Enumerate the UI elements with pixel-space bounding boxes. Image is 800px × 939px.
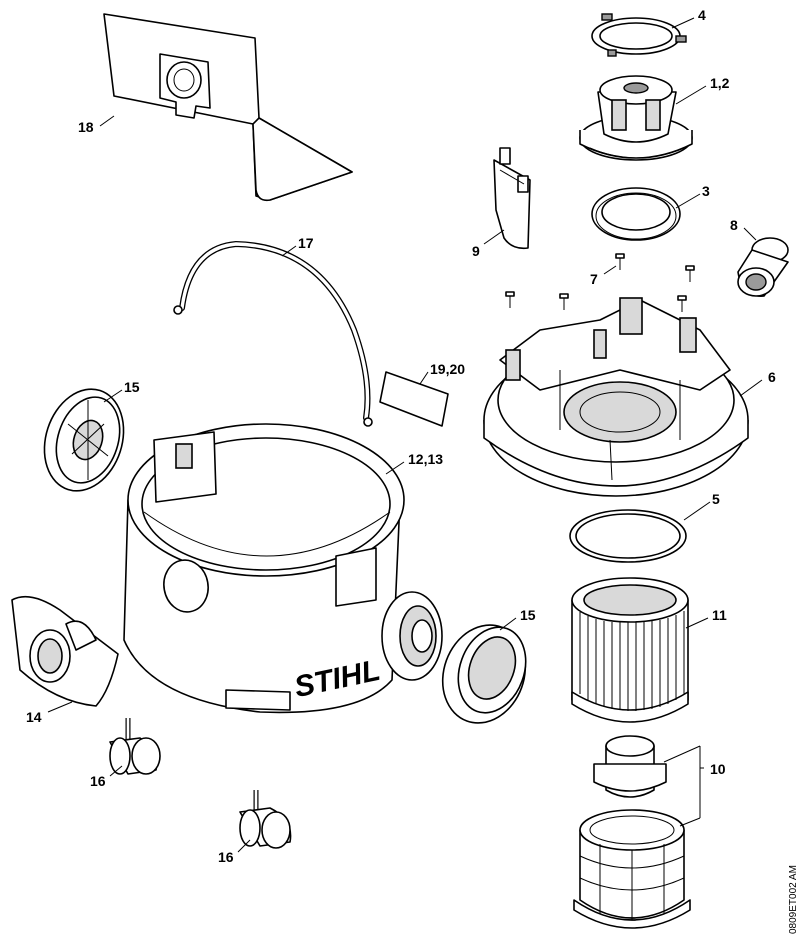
part-11-filter-cartridge xyxy=(571,577,689,723)
label-part-15-left: 15 xyxy=(124,379,140,395)
part-14-side-cover xyxy=(11,595,119,707)
part-12-13-container xyxy=(123,423,443,714)
part-18-filter-bag xyxy=(103,13,353,202)
label-part-8: 8 xyxy=(730,217,738,233)
label-part-19-20: 19,20 xyxy=(430,361,465,377)
label-part-17: 17 xyxy=(298,235,314,251)
part-19-20-label xyxy=(379,371,449,427)
part-15-wheel-left xyxy=(43,388,125,492)
label-part-10: 10 xyxy=(710,761,726,777)
label-part-18: 18 xyxy=(78,119,94,135)
part-labels: 4 1,2 3 9 8 7 6 5 11 10 12,13 15 15 14 1… xyxy=(26,7,776,865)
part-16-castor-upper xyxy=(109,718,161,775)
label-part-7: 7 xyxy=(590,271,598,287)
label-part-3: 3 xyxy=(702,183,710,199)
part-17-handle xyxy=(173,240,373,427)
label-part-9: 9 xyxy=(472,243,480,259)
label-part-15-right: 15 xyxy=(520,607,536,623)
label-part-1-2: 1,2 xyxy=(710,75,730,91)
label-part-14: 14 xyxy=(26,709,42,725)
label-part-5: 5 xyxy=(712,491,720,507)
label-part-12-13: 12,13 xyxy=(408,451,443,467)
label-part-4: 4 xyxy=(698,7,706,23)
part-7-screws xyxy=(505,253,695,312)
label-part-6: 6 xyxy=(768,369,776,385)
drawing-reference: 0809ET002 AM xyxy=(788,865,799,934)
part-4-retaining-ring xyxy=(591,13,687,57)
part-1-2-motor xyxy=(579,75,693,161)
leader-lines xyxy=(47,17,763,853)
part-6-housing-cover xyxy=(483,297,749,497)
part-16-castor-lower xyxy=(239,790,292,849)
label-part-16-upper: 16 xyxy=(90,773,106,789)
part-3-seal-ring xyxy=(591,187,681,241)
part-5-gasket xyxy=(569,509,687,563)
part-8-nozzle xyxy=(737,237,789,297)
part-15-wheel-right xyxy=(441,624,527,724)
part-10-float-cage xyxy=(573,735,691,929)
label-part-11: 11 xyxy=(712,607,727,623)
part-9-clip xyxy=(493,147,531,250)
label-part-16-lower: 16 xyxy=(218,849,234,865)
